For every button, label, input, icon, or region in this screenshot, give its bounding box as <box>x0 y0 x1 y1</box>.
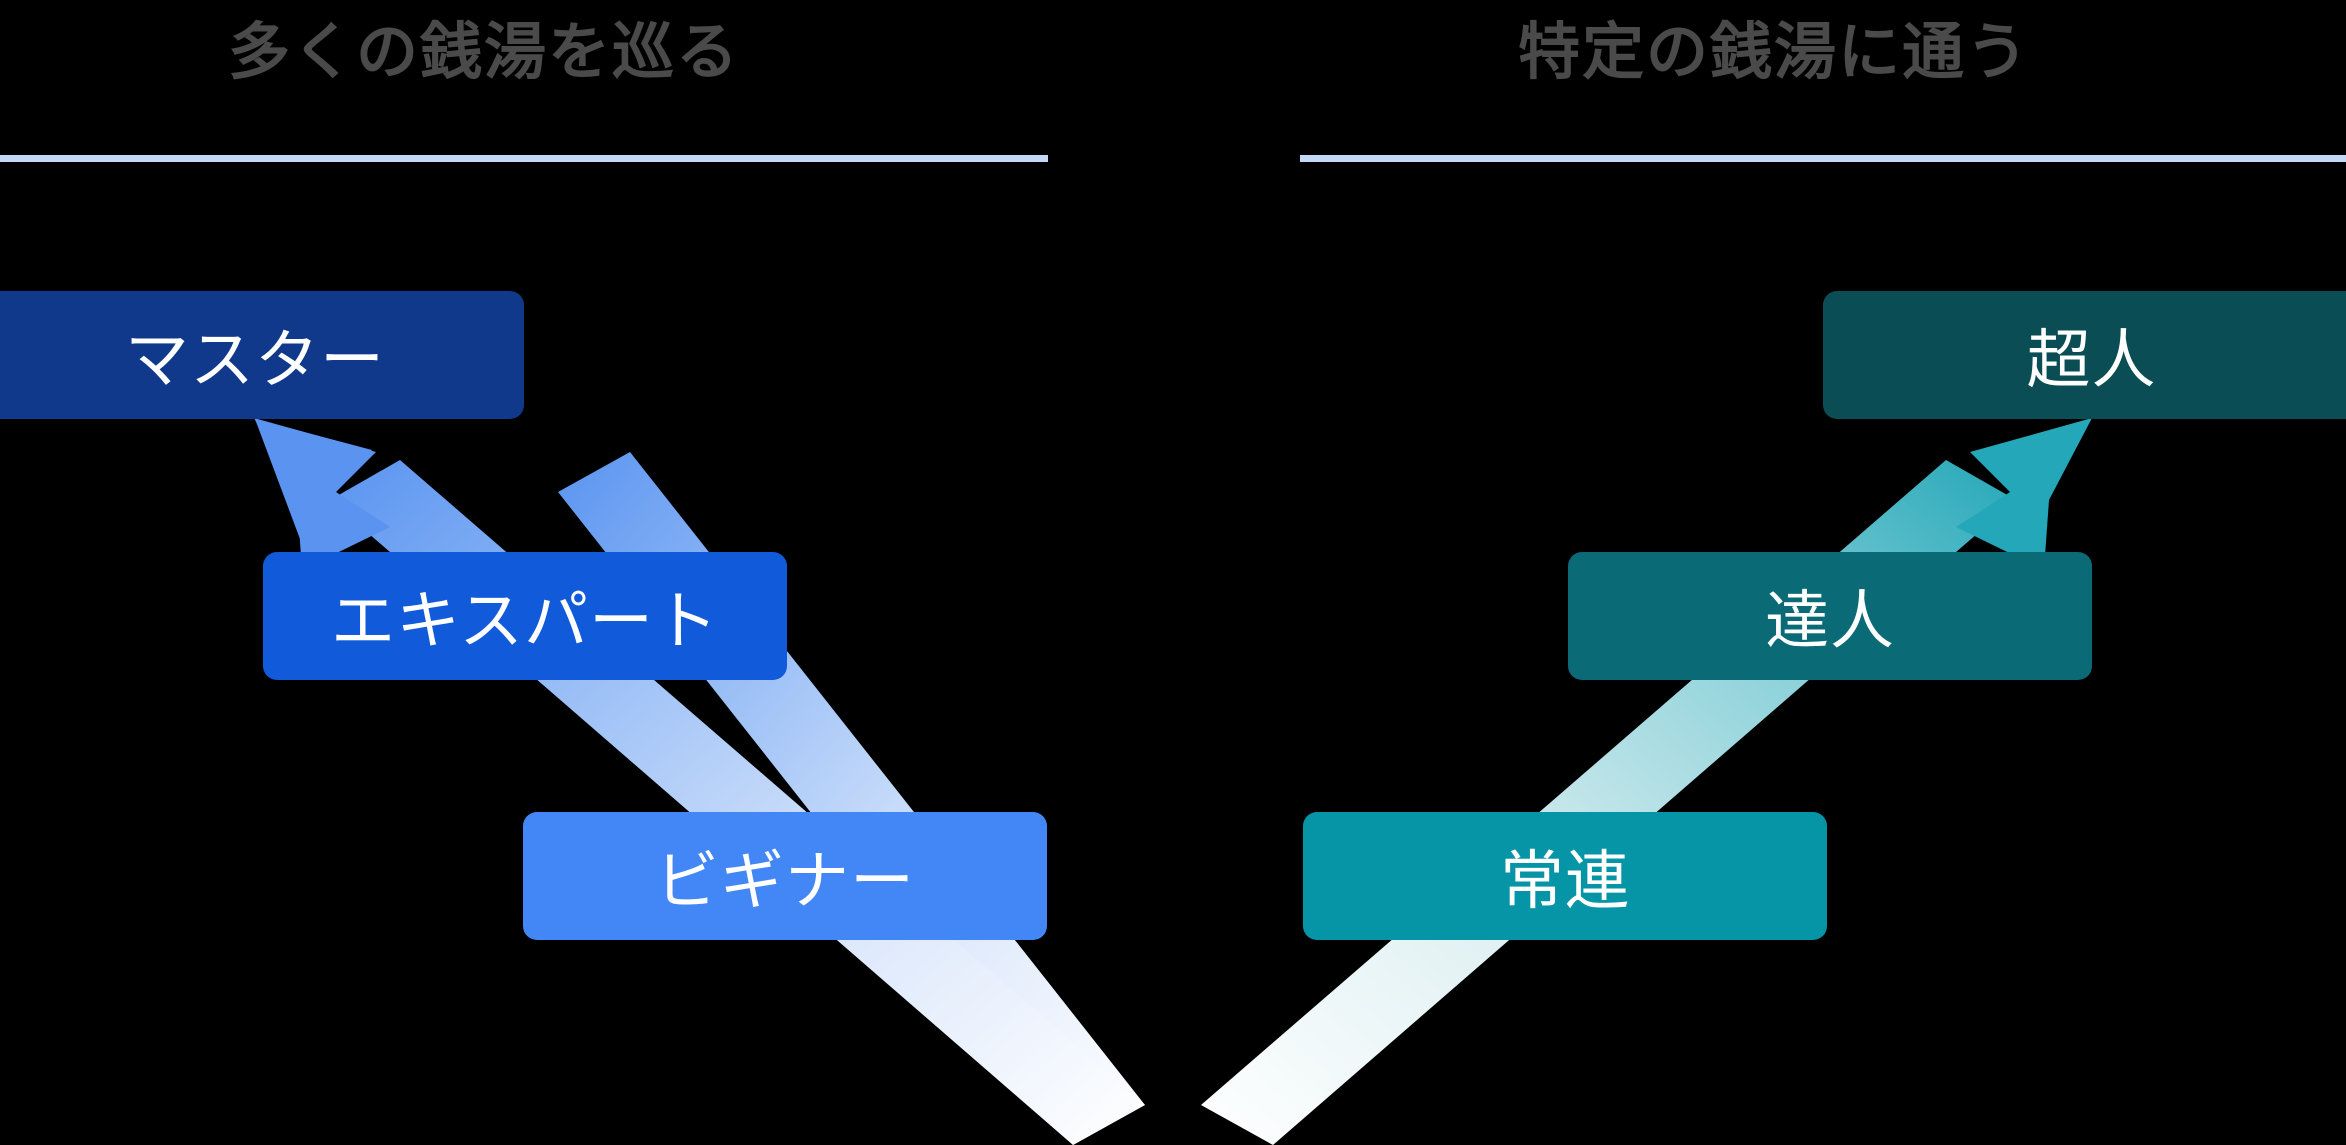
column-title-right: 特定の銭湯に通う <box>1518 18 2031 87</box>
progression-arrow-right <box>1201 418 2092 1145</box>
node-right-regular[interactable]: 常連 <box>1303 812 1827 940</box>
node-left-beginner[interactable]: ビギナー <box>523 812 1047 940</box>
node-left-expert[interactable]: エキスパート <box>263 552 787 680</box>
node-right-master[interactable]: 達人 <box>1568 552 2092 680</box>
progression-arrow-left <box>254 418 1145 1145</box>
column-divider-right <box>1300 155 2346 162</box>
column-title-left: 多くの銭湯を巡る <box>228 18 741 87</box>
node-left-master[interactable]: マスター <box>0 291 524 419</box>
node-right-superhuman[interactable]: 超人 <box>1823 291 2346 419</box>
column-divider-left <box>0 155 1048 162</box>
